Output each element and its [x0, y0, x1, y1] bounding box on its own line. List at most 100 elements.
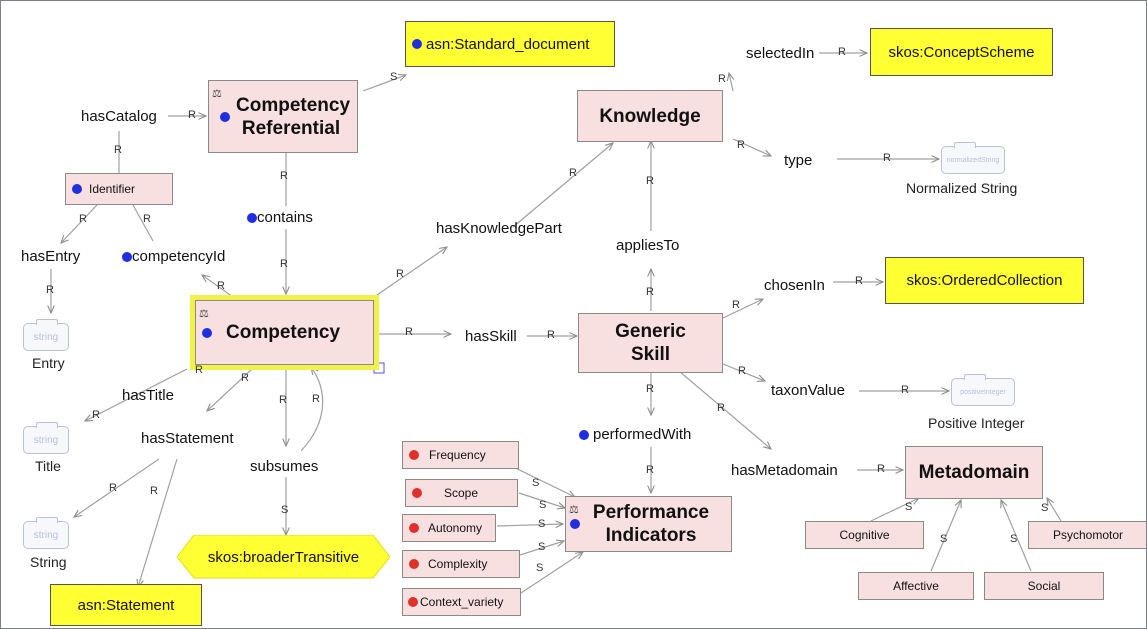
edge-letter-s: S: [538, 541, 546, 553]
blue-marker-icon: [412, 39, 422, 49]
edge-letter-r: R: [92, 409, 100, 421]
edge-letter-r: R: [569, 167, 577, 179]
title-datatype-icon[interactable]: string: [23, 422, 69, 454]
entry-caption: Entry: [32, 355, 65, 371]
edge-letter-r: R: [405, 326, 413, 338]
node-label: Identifier: [89, 182, 136, 196]
affective-node[interactable]: Affective: [858, 572, 974, 600]
edge-letter-s: S: [532, 477, 540, 489]
edge-letter-s: S: [281, 504, 289, 516]
edge-letter-r: R: [547, 329, 555, 341]
node-label: Competency: [226, 322, 341, 343]
has-catalog-property[interactable]: hasCatalog: [81, 108, 157, 125]
node-label: Social: [1027, 579, 1061, 593]
scope-node[interactable]: Scope: [405, 479, 518, 507]
edge-letter-r: R: [150, 485, 158, 497]
edge-letter-r: R: [838, 46, 846, 58]
edge-letter-r: R: [109, 482, 117, 494]
has-metadomain-property[interactable]: hasMetadomain: [731, 462, 838, 479]
blue-marker-icon: [72, 184, 82, 194]
node-label: Knowledge: [599, 105, 701, 127]
edge-letter-r: R: [717, 402, 725, 414]
edge-letter-r: R: [646, 464, 654, 476]
knowledge-node[interactable]: Knowledge: [577, 90, 723, 142]
string-datatype-icon[interactable]: string: [23, 517, 69, 549]
node-label: asn:Standard_document: [426, 35, 590, 53]
node-label: Frequency: [429, 448, 486, 462]
has-title-property[interactable]: hasTitle: [122, 387, 174, 404]
edge-letter-s: S: [390, 71, 398, 83]
has-entry-property[interactable]: hasEntry: [21, 248, 81, 265]
entry-datatype-icon[interactable]: string: [23, 319, 69, 351]
edge-letter-s: S: [1041, 502, 1049, 514]
has-knowledge-part-property[interactable]: hasKnowledgePart: [436, 220, 562, 237]
taxon-value-property[interactable]: taxonValue: [771, 382, 845, 399]
metadomain-node[interactable]: Metadomain: [905, 446, 1043, 499]
node-label: Psychomotor: [1052, 528, 1124, 542]
competency-selection-highlight: [190, 295, 379, 370]
has-statement-property[interactable]: hasStatement: [141, 430, 234, 447]
applies-to-property[interactable]: appliesTo: [616, 237, 680, 254]
blue-marker-icon: [202, 327, 212, 338]
normalized-string-datatype-icon[interactable]: normalizedString: [941, 142, 1005, 174]
edge-letter-r: R: [646, 286, 654, 298]
cognitive-node[interactable]: Cognitive: [805, 521, 924, 549]
edge-letter-r: R: [46, 284, 54, 296]
edge-letter-r: R: [883, 152, 891, 164]
node-label: Affective: [893, 579, 939, 593]
social-node[interactable]: Social: [984, 572, 1104, 600]
edge-letter-r: R: [217, 280, 225, 292]
performed-with-property[interactable]: performedWith: [579, 426, 691, 443]
positive-integer-caption: Positive Integer: [928, 415, 1025, 431]
subsumes-property[interactable]: subsumes: [250, 458, 319, 475]
string-caption: String: [30, 554, 67, 570]
skos-ordered-collection-node[interactable]: skos:OrderedCollection: [885, 257, 1084, 304]
edge-letter-r: R: [732, 299, 740, 311]
skos-broader-transitive-label: skos:broaderTransitive: [207, 548, 360, 566]
edge-letter-r: R: [877, 463, 885, 475]
autonomy-node[interactable]: Autonomy: [402, 514, 496, 542]
edge-letter-r: R: [738, 365, 746, 377]
asn-standard-document-node[interactable]: asn:Standard_document: [405, 21, 615, 67]
complexity-node[interactable]: Complexity: [402, 550, 520, 578]
skos-broader-transitive-node[interactable]: [176, 535, 391, 579]
class-type-icon: ⚖: [199, 308, 209, 320]
frequency-node[interactable]: Frequency: [402, 441, 519, 469]
chosen-in-property[interactable]: chosenIn: [764, 277, 825, 294]
edge-letter-r: R: [396, 268, 404, 280]
skos-concept-scheme-node[interactable]: skos:ConceptScheme: [870, 28, 1053, 76]
type-property[interactable]: type: [784, 152, 813, 169]
class-type-icon: ⚖: [212, 88, 222, 100]
class-type-icon: ⚖: [569, 504, 579, 516]
node-label: skos:ConceptScheme: [888, 43, 1035, 61]
node-label: Performance Indicators: [592, 502, 710, 546]
positive-integer-datatype-icon[interactable]: positiveInteger: [951, 374, 1015, 406]
red-marker-icon: [412, 488, 422, 498]
edge-letter-r: R: [646, 383, 654, 395]
performance-indicators-node[interactable]: ⚖ Performance Indicators: [565, 496, 732, 552]
node-label: skos:OrderedCollection: [906, 272, 1063, 289]
edge-letter-s: S: [1010, 533, 1018, 545]
blue-marker-icon: [220, 111, 230, 122]
competency-node[interactable]: ⚖ Competency: [195, 300, 374, 365]
edge-letter-r: R: [855, 275, 863, 287]
has-skill-property[interactable]: hasSkill: [465, 328, 517, 345]
node-label: Generic Skill: [615, 321, 686, 365]
competency-id-property[interactable]: competencyId: [122, 248, 225, 265]
edge-letter-r: R: [241, 372, 249, 384]
edge-letter-s: S: [536, 562, 544, 574]
edge-letter-r: R: [280, 170, 288, 182]
edge-letter-s: S: [538, 518, 546, 530]
asn-statement-node[interactable]: asn:Statement: [50, 584, 202, 626]
edge-letter-s: S: [905, 501, 913, 513]
node-label: Competency Referential: [236, 94, 351, 139]
selected-in-property[interactable]: selectedIn: [746, 45, 815, 62]
context-variety-node[interactable]: Context_variety: [402, 588, 521, 616]
generic-skill-node[interactable]: Generic Skill: [578, 313, 723, 373]
psychomotor-node[interactable]: Psychomotor: [1028, 521, 1146, 549]
identifier-node[interactable]: Identifier: [65, 173, 173, 205]
contains-property[interactable]: contains: [247, 209, 313, 226]
competency-referential-node[interactable]: ⚖ Competency Referential: [208, 80, 358, 153]
edge-letter-r: R: [79, 213, 87, 225]
node-label: Metadomain: [918, 462, 1030, 483]
